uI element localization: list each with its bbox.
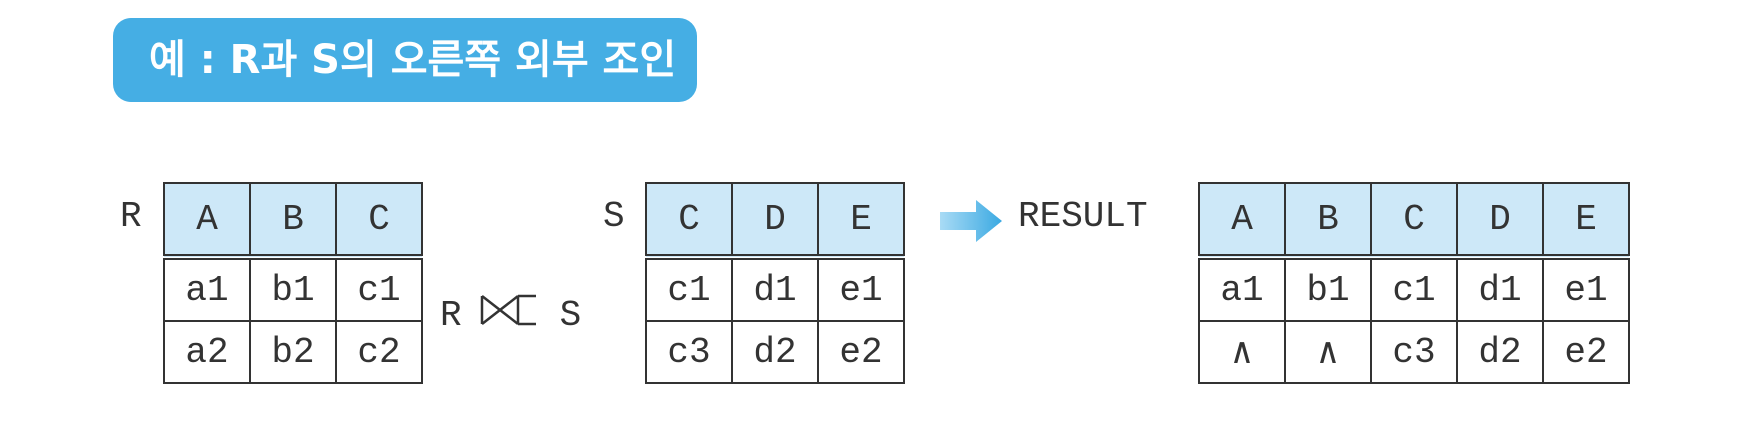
table-cell: d2 [1456, 320, 1544, 384]
table-cell: b2 [249, 320, 337, 384]
relation-s-label: S [603, 196, 625, 237]
right-arrow-icon [940, 200, 1004, 247]
column-header: D [731, 182, 819, 258]
title-text: 예 : R과 S의 오른쪽 외부 조인 [149, 37, 677, 83]
column-header: A [1198, 182, 1286, 258]
column-header: A [163, 182, 251, 258]
table-row: ∧ ∧ c3 d2 e2 [1198, 320, 1630, 384]
relation-r-label: R [120, 196, 142, 237]
relation-r-table: A B C a1 b1 c1 a2 b2 c2 [163, 182, 423, 384]
table-row: c3 d2 e2 [645, 320, 905, 384]
table-header-row: C D E [645, 182, 905, 258]
null-cell: ∧ [1284, 320, 1372, 384]
join-expression: R S [440, 290, 581, 341]
table-header-row: A B C D E [1198, 182, 1630, 258]
table-header-row: A B C [163, 182, 423, 258]
column-header: E [1542, 182, 1630, 258]
column-header: C [1370, 182, 1458, 258]
column-header: E [817, 182, 905, 258]
table-cell: b1 [249, 256, 337, 322]
right-outer-join-icon [478, 290, 544, 341]
table-cell: c2 [335, 320, 423, 384]
column-header: B [1284, 182, 1372, 258]
table-cell: d1 [731, 256, 819, 322]
table-cell: c1 [645, 256, 733, 322]
table-cell: c3 [1370, 320, 1458, 384]
table-cell: c1 [335, 256, 423, 322]
table-cell: e1 [1542, 256, 1630, 322]
join-left-operand: R [440, 294, 462, 336]
table-cell: d2 [731, 320, 819, 384]
relation-s-table: C D E c1 d1 e1 c3 d2 e2 [645, 182, 905, 384]
table-cell: c3 [645, 320, 733, 384]
table-cell: e1 [817, 256, 905, 322]
table-row: a1 b1 c1 [163, 256, 423, 322]
table-row: c1 d1 e1 [645, 256, 905, 322]
title-badge: 예 : R과 S의 오른쪽 외부 조인 [113, 18, 697, 102]
table-row: a1 b1 c1 d1 e1 [1198, 256, 1630, 322]
null-cell: ∧ [1198, 320, 1286, 384]
table-cell: a2 [163, 320, 251, 384]
table-row: a2 b2 c2 [163, 320, 423, 384]
column-header: B [249, 182, 337, 258]
table-cell: d1 [1456, 256, 1544, 322]
table-cell: c1 [1370, 256, 1458, 322]
join-right-operand: S [559, 294, 582, 336]
column-header: C [645, 182, 733, 258]
table-cell: a1 [1198, 256, 1286, 322]
result-label: RESULT [1018, 196, 1148, 237]
table-cell: b1 [1284, 256, 1372, 322]
column-header: C [335, 182, 423, 258]
table-cell: a1 [163, 256, 251, 322]
column-header: D [1456, 182, 1544, 258]
result-table: A B C D E a1 b1 c1 d1 e1 ∧ ∧ c3 d2 e2 [1198, 182, 1630, 384]
table-cell: e2 [817, 320, 905, 384]
table-cell: e2 [1542, 320, 1630, 384]
